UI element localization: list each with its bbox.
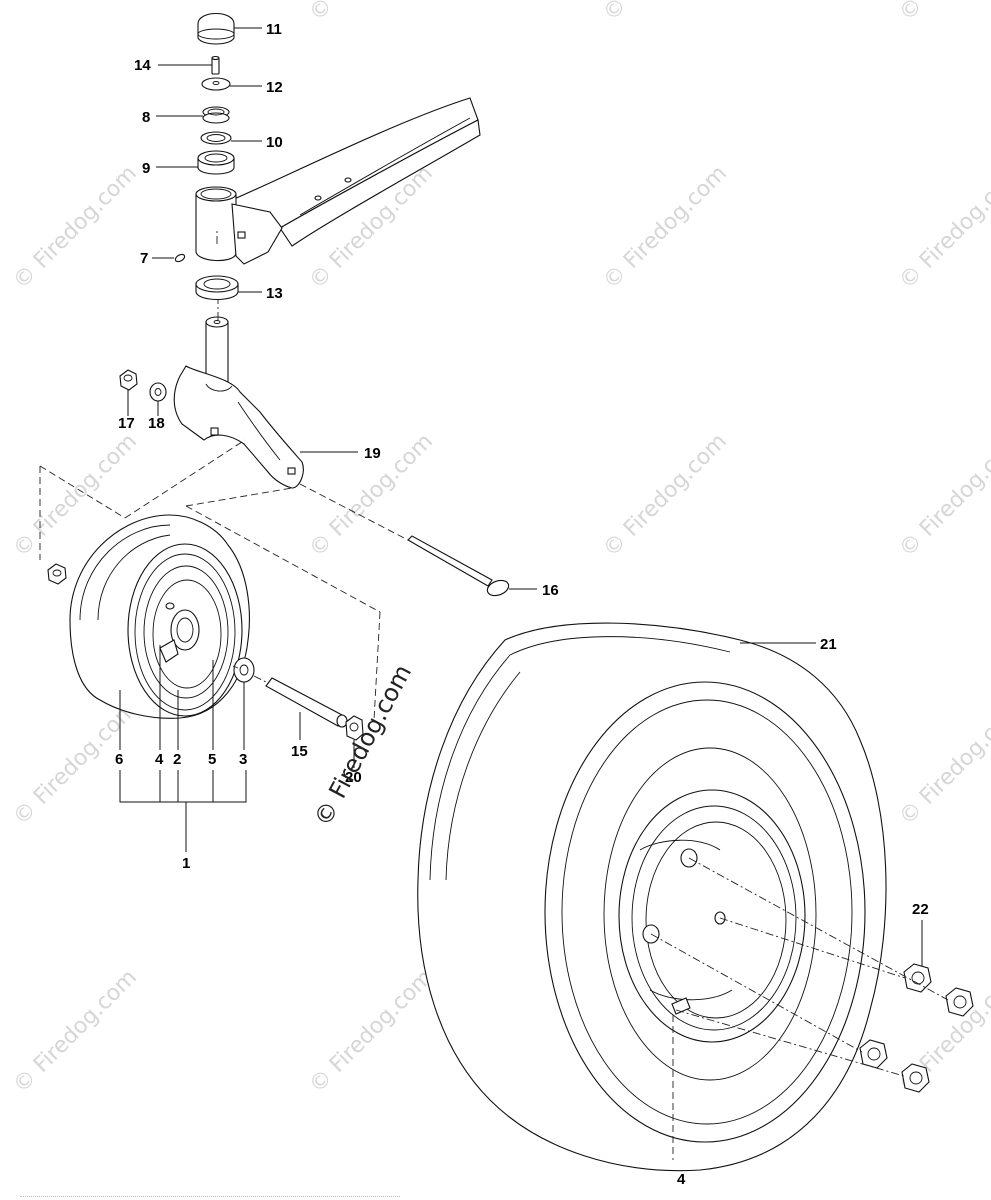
callout-labels: 11 14 12 8 10 9 7 13 17 18 19 16 21 6 4 … — [115, 21, 929, 1188]
upper-bearing — [197, 150, 235, 175]
watermark: © Firedog.com — [599, 429, 732, 562]
construction-lines — [39, 230, 949, 1160]
snap-ring — [202, 106, 230, 124]
callout-1: 1 — [182, 855, 190, 872]
watermark: © Firedog.com — [599, 0, 732, 26]
watermark: © Firedog.com — [305, 965, 438, 1098]
callout-4: 4 — [155, 751, 164, 768]
callout-18: 18 — [148, 415, 165, 432]
lug-nut — [901, 1063, 930, 1093]
grease-pin — [211, 55, 220, 75]
watermark: © Firedog.com — [305, 0, 438, 26]
spacer-tube — [265, 677, 348, 728]
callout-10: 10 — [266, 134, 283, 151]
wheel-washer — [233, 657, 255, 683]
callout-14: 14 — [134, 57, 151, 74]
lug-nut — [903, 963, 932, 993]
callout-17: 17 — [118, 415, 135, 432]
cap-washer — [201, 77, 231, 91]
callout-16: 16 — [542, 582, 559, 599]
watermark: © Firedog.com — [895, 429, 991, 562]
lug-nut — [859, 1039, 888, 1069]
callout-20: 20 — [345, 769, 362, 786]
watermark-center: © Firedog.com — [309, 660, 418, 831]
callout-3: 3 — [239, 751, 247, 768]
callout-5: 5 — [208, 751, 216, 768]
drive-wheel — [417, 622, 887, 1172]
callout-21: 21 — [820, 636, 837, 653]
callout-13: 13 — [266, 285, 283, 302]
callout-11: 11 — [266, 21, 282, 38]
wheel-left-nut — [47, 563, 67, 585]
callout-19: 19 — [364, 445, 381, 462]
callout-9: 9 — [142, 160, 150, 177]
watermark: © Firedog.com — [895, 0, 991, 26]
callout-12: 12 — [266, 79, 283, 96]
watermark: © Firedog.com — [895, 697, 991, 830]
leader-lines — [119, 27, 923, 966]
lug-nut — [945, 987, 974, 1017]
watermark: © Firedog.com — [895, 161, 991, 294]
dust-cap — [197, 12, 235, 45]
callout-22: 22 — [912, 901, 929, 918]
callout-7: 7 — [140, 250, 148, 267]
callout-8: 8 — [142, 109, 150, 126]
grease-fitting — [174, 253, 186, 263]
watermark: © Firedog.com — [599, 161, 732, 294]
callout-15: 15 — [291, 743, 308, 760]
axle-bolt — [407, 535, 510, 597]
callout-4-drive: 4 — [677, 1171, 686, 1188]
watermark: © Firedog.com — [9, 161, 142, 294]
caster-fork — [173, 316, 304, 489]
footer-divider — [20, 1196, 400, 1197]
callout-2: 2 — [173, 751, 181, 768]
spacer-ring — [200, 131, 232, 145]
fork-nut — [119, 369, 138, 391]
watermark: © Firedog.com — [9, 965, 142, 1098]
lug-nuts — [859, 963, 974, 1093]
axle-nut — [345, 715, 364, 741]
callout-6: 6 — [115, 751, 123, 768]
fork-washer — [149, 382, 167, 402]
lower-bearing — [195, 275, 239, 301]
steering-tube — [195, 186, 283, 265]
frame-arm — [231, 97, 481, 247]
